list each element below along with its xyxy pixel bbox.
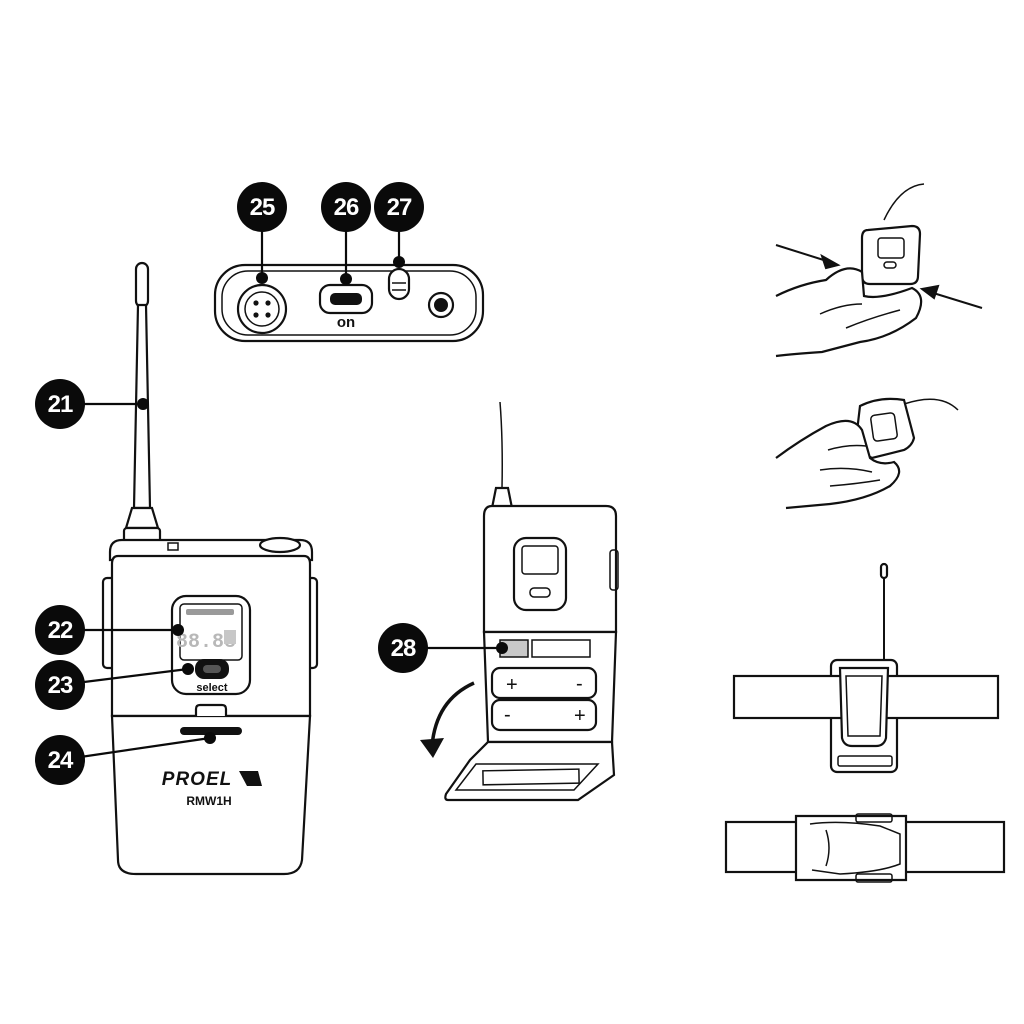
top-panel-inner-outline bbox=[221, 270, 477, 336]
belt-clip-side-view bbox=[724, 813, 1006, 883]
callout-22: 22 bbox=[35, 605, 184, 655]
battery-bottom-plus: + bbox=[574, 705, 586, 727]
callout-28: 28 bbox=[378, 623, 508, 673]
power-switch bbox=[318, 283, 374, 315]
lcd-display: 88.88 bbox=[170, 594, 252, 696]
callout-22-number: 22 bbox=[48, 617, 73, 644]
callout-27: 27 bbox=[374, 182, 424, 268]
callout-23: 23 bbox=[35, 660, 194, 710]
callout-26-number: 26 bbox=[334, 194, 359, 221]
top-jack-bulge bbox=[258, 536, 302, 554]
battery-top-plus: + bbox=[506, 674, 518, 696]
power-led bbox=[387, 267, 411, 301]
svg-text:88.88: 88.88 bbox=[176, 631, 236, 654]
door-release-slot bbox=[180, 727, 242, 735]
hand-squeeze-illustration bbox=[775, 183, 983, 358]
battery-top-minus: - bbox=[576, 673, 583, 695]
open-battery-door bbox=[444, 740, 616, 802]
squeeze-arrow-right bbox=[919, 284, 983, 309]
belt-clip-front-view bbox=[732, 562, 1000, 774]
squeeze-arrow-left bbox=[775, 244, 841, 270]
select-button-label: select bbox=[196, 682, 228, 694]
aux-jack bbox=[427, 291, 455, 319]
transmitter-front-view: 88.88 select PROEL RMW1H bbox=[101, 261, 319, 876]
battery-compartment-view: + - - + bbox=[420, 401, 619, 802]
callout-21: 21 bbox=[35, 379, 149, 429]
mini-xlr-input-jack bbox=[236, 283, 288, 335]
model-label: RMW1H bbox=[186, 794, 231, 808]
squeezed-transmitter bbox=[860, 224, 922, 286]
brand-logo-text: PROEL bbox=[162, 769, 232, 790]
power-switch-label: on bbox=[337, 314, 355, 331]
open-direction-arrow bbox=[420, 681, 475, 758]
battery-aa-top: + - bbox=[490, 666, 598, 700]
callout-25: 25 bbox=[237, 182, 287, 284]
callout-21-number: 21 bbox=[48, 391, 73, 418]
callout-27-number: 27 bbox=[387, 194, 412, 221]
top-led-window bbox=[167, 542, 179, 551]
select-button bbox=[195, 659, 229, 679]
callout-23-number: 23 bbox=[48, 672, 73, 699]
callout-24-number: 24 bbox=[48, 747, 74, 774]
battery-bottom-minus: - bbox=[504, 704, 511, 726]
callout-24: 24 bbox=[35, 732, 216, 785]
hand-pull-illustration bbox=[775, 397, 959, 510]
belt-clip-front bbox=[838, 666, 890, 748]
hand-outline-2 bbox=[775, 419, 901, 510]
callout-26: 26 bbox=[321, 182, 371, 285]
battery-aa-bottom: - + bbox=[490, 698, 598, 732]
hand-outline-1 bbox=[775, 267, 923, 358]
door-latch-tab bbox=[194, 703, 228, 716]
top-panel-view: on bbox=[213, 263, 485, 343]
callout-25-number: 25 bbox=[250, 194, 275, 221]
callout-28-number: 28 bbox=[391, 635, 416, 662]
battery-door bbox=[110, 714, 312, 876]
brand-logo: PROEL bbox=[162, 769, 262, 790]
